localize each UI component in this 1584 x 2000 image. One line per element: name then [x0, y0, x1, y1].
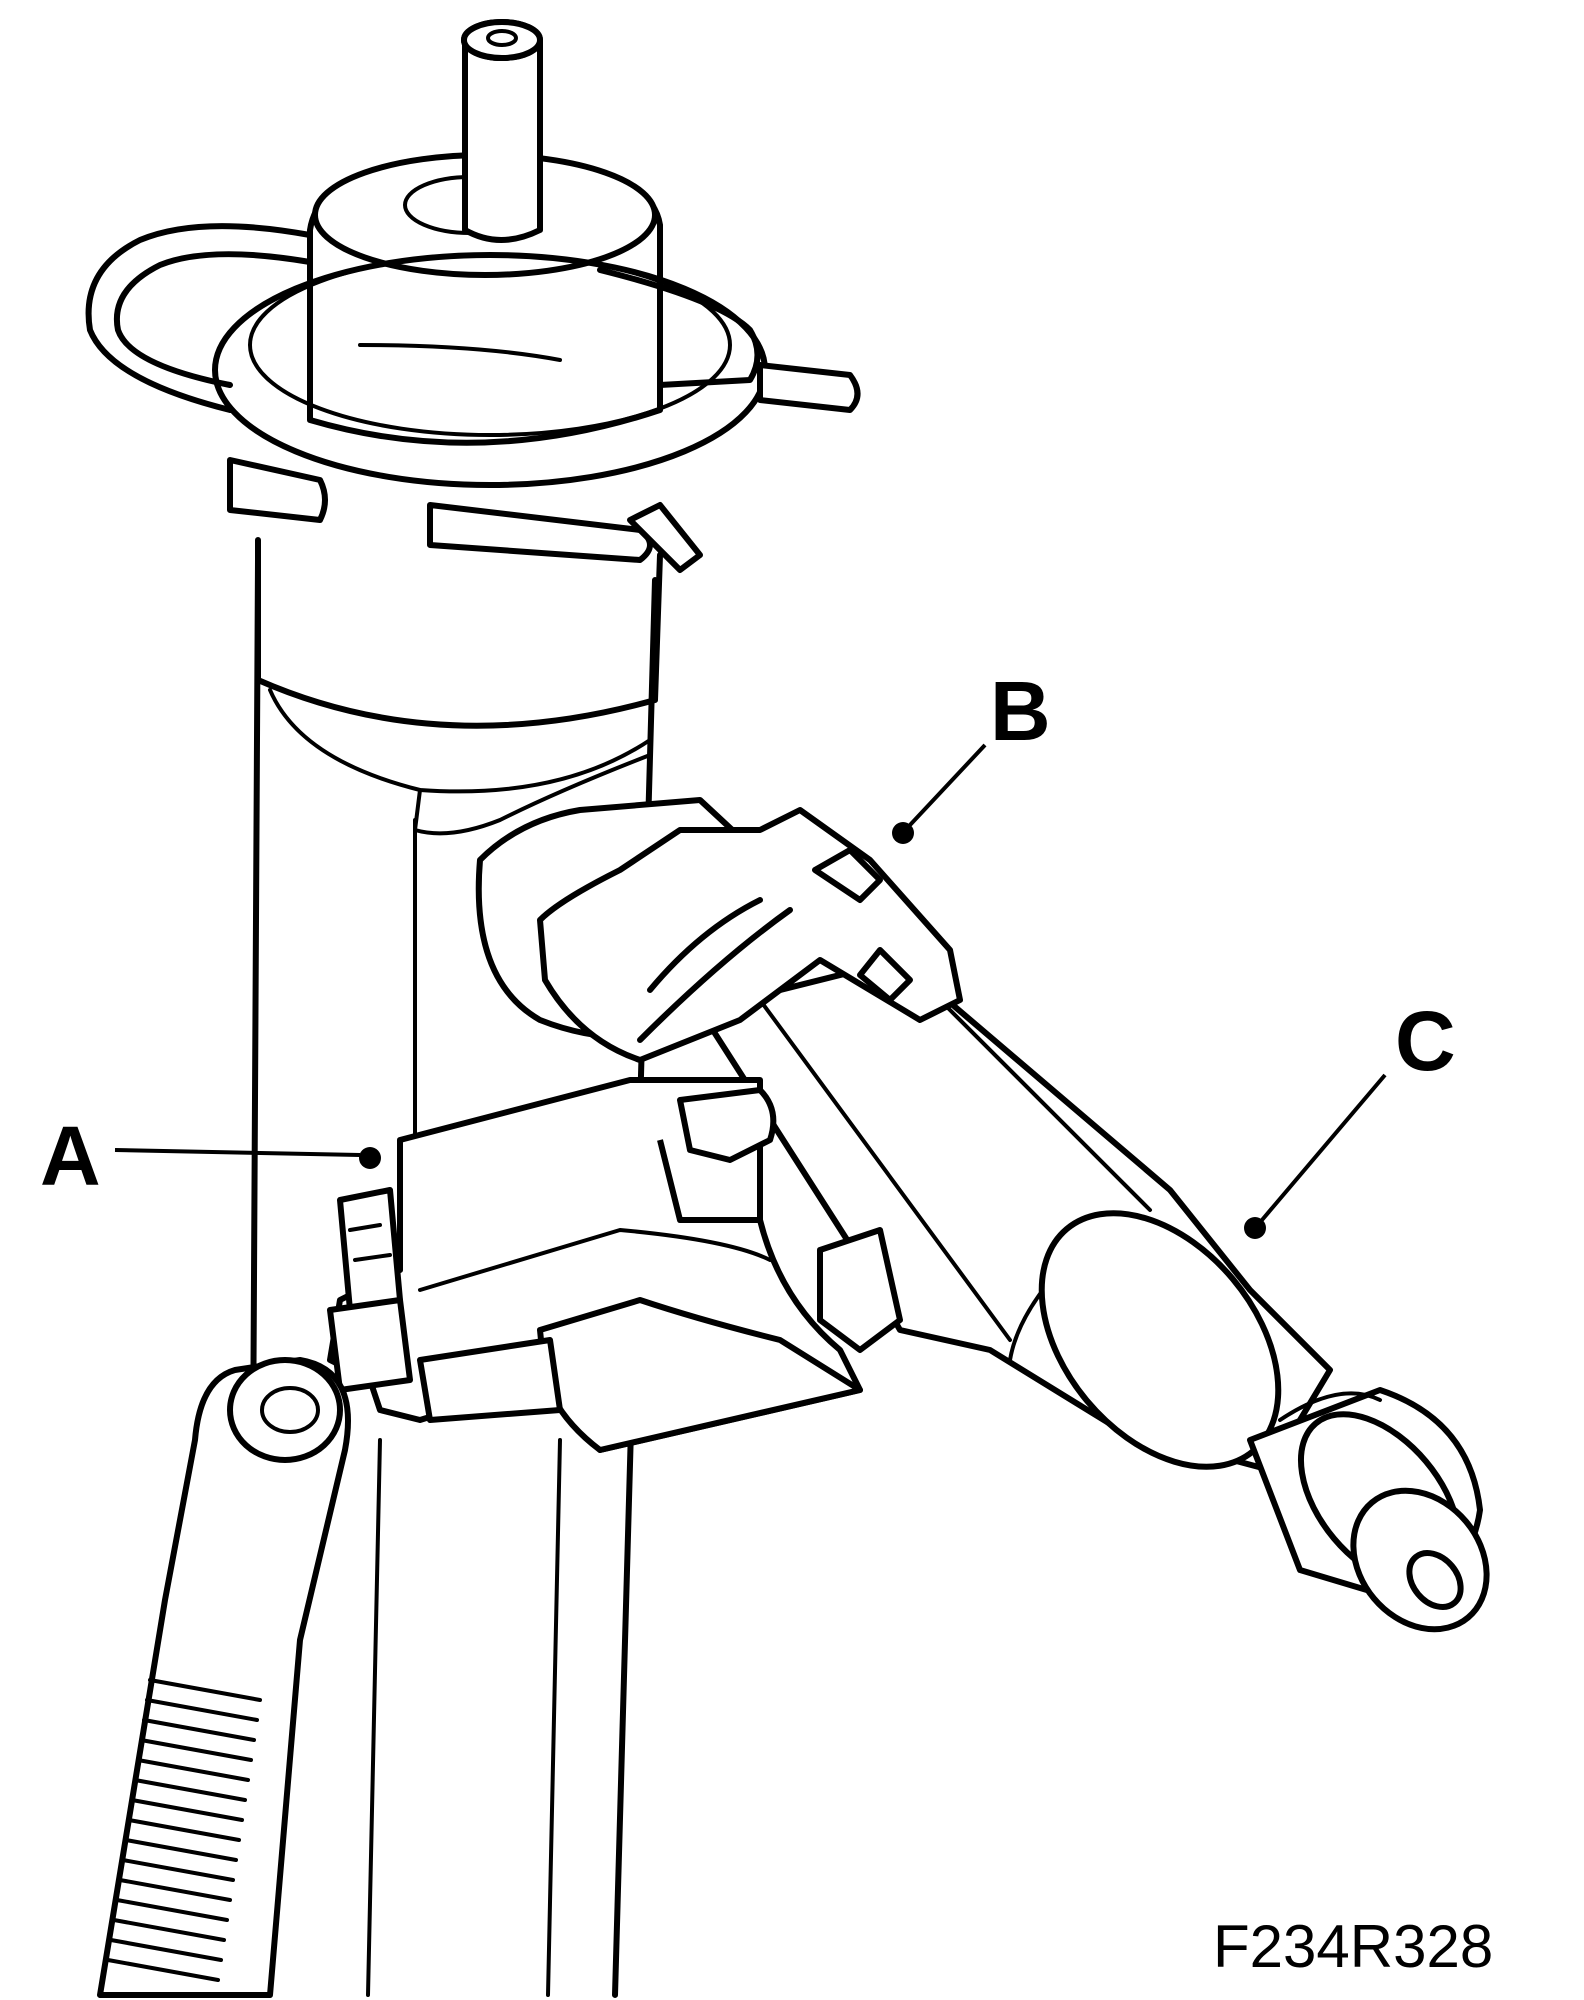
label-c: C — [1395, 994, 1456, 1088]
injector-clip — [537, 807, 963, 1063]
label-b: B — [990, 664, 1051, 758]
label-a: A — [40, 1109, 101, 1203]
electrical-connector — [327, 1077, 903, 1453]
callout-c — [1244, 1073, 1387, 1239]
callout-a — [114, 1147, 381, 1169]
figure-code: F234R328 — [1213, 1913, 1493, 1980]
retaining-clip — [85, 223, 861, 573]
cup-body — [255, 537, 663, 836]
fuel-rail-cup — [307, 19, 663, 446]
wiring-harness — [97, 1357, 351, 1998]
callout-b — [892, 743, 987, 844]
